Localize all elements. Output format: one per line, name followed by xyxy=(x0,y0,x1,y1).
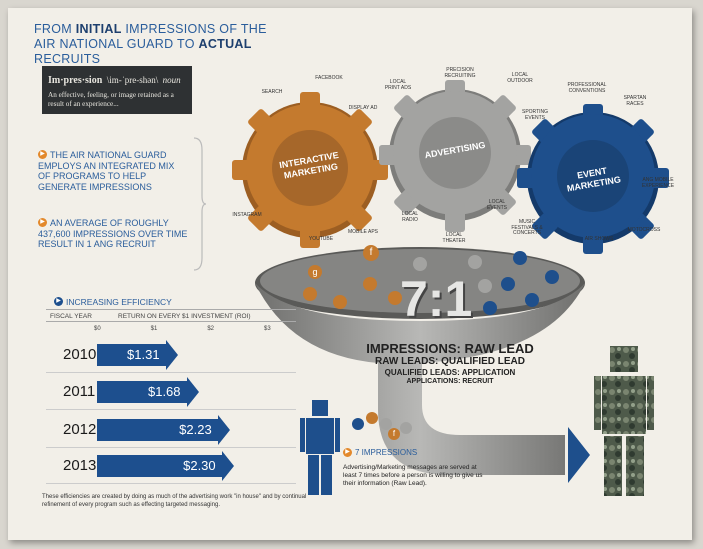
label-local-events: LOCAL EVENTS xyxy=(486,199,507,211)
spartan-icon xyxy=(545,270,559,284)
airshow-icon xyxy=(483,301,497,315)
display-ad-icon xyxy=(363,277,377,291)
instagram-icon xyxy=(303,287,317,301)
chart-tick-label: $0 xyxy=(94,326,101,332)
person-recruit-camo-icon xyxy=(594,346,654,496)
chart-bar-value-label: $2.23 xyxy=(179,422,212,437)
funnel-ratio: 7:1 xyxy=(400,271,473,327)
chart-top-rule xyxy=(46,309,296,310)
label-precision-recruiting: PRECISION RECRUITING xyxy=(444,67,476,79)
gear-interactive-marketing xyxy=(232,92,388,248)
chart-year-label: 2010 xyxy=(63,346,97,363)
impressions-label: ▶7 IMPRESSIONS xyxy=(343,448,417,457)
chart-header-rule xyxy=(46,321,296,322)
label-spartan-races: SPARTAN RACES xyxy=(623,95,647,107)
gear-advertising xyxy=(379,80,531,232)
person-blue-icon xyxy=(300,400,340,495)
funnel-line-4: APPLICATIONS: RECRUIT xyxy=(406,378,494,385)
chart-tick-label: $1 xyxy=(150,326,158,332)
label-instagram: INSTAGRAM xyxy=(232,212,262,218)
col-fiscal-year: FISCAL YEAR xyxy=(50,313,92,320)
chart-bar-arrowhead xyxy=(221,451,234,481)
chart-bar-value-label: $2.30 xyxy=(183,458,216,473)
definition-box: Im·pres·sion \im-ˈpre-shən\ noun An effe… xyxy=(42,66,192,114)
chart-row-rule xyxy=(46,483,296,484)
chart-year-label: 2013 xyxy=(63,457,97,474)
label-sporting-events: SPORTING EVENTS xyxy=(521,109,549,121)
play-bullet-icon: ▶ xyxy=(38,150,47,159)
impressions-note: Advertising/Marketing messages are serve… xyxy=(343,464,483,487)
fact-1: ▶THE AIR NATIONAL GUARD EMPLOYS AN INTEG… xyxy=(38,150,175,192)
label-youtube: YOUTUBE xyxy=(308,236,334,242)
label-professional-conventions: PROFESSIONAL CONVENTIONS xyxy=(567,82,607,94)
conventions-icon xyxy=(513,251,527,265)
chart-year-label: 2011 xyxy=(63,383,96,400)
efficiency-footnote: These efficiencies are created by doing … xyxy=(42,494,307,508)
funnel-line-2: RAW LEADS: QUALIFIED LEAD xyxy=(375,356,525,367)
mobile-app-icon xyxy=(388,291,402,305)
fact-2: ▶AN AVERAGE OF ROUGHLY 437,600 IMPRESSIO… xyxy=(38,218,188,249)
label-facebook: FACEBOOK xyxy=(315,75,343,81)
chart-bar: $2.30 xyxy=(97,451,234,481)
chart-bar: $2.23 xyxy=(97,415,230,445)
chart-row-rule xyxy=(46,372,296,373)
chart-row-rule xyxy=(46,447,296,448)
outdoor-icon xyxy=(468,255,482,269)
print-ad-icon xyxy=(413,257,427,271)
chart-bar-arrowhead xyxy=(217,415,230,445)
efficiency-heading: ▶INCREASING EFFICIENCY xyxy=(54,297,172,307)
label-mobile-apps: MOBILE APS xyxy=(347,229,378,235)
funnel-line-1: IMPRESSIONS: RAW LEAD xyxy=(366,341,534,356)
label-music-festivals: MUSIC FESTIVALS & CONCERTS xyxy=(511,219,543,236)
display-ad-icon xyxy=(366,412,378,424)
chart-tick-label: $2 xyxy=(207,326,215,332)
definition-pronunciation: \im-ˈpre-shən\ xyxy=(106,75,159,85)
label-local-radio: LOCAL RADIO xyxy=(401,211,419,223)
funnel-line-3: QUALIFIED LEADS: APPLICATION xyxy=(384,368,516,377)
label-ang-mobile-experience: ANG MOBILE EXPERIENCE xyxy=(641,177,675,189)
print-ad-icon xyxy=(380,418,392,430)
chart-bar-value-label: $1.31 xyxy=(127,347,160,362)
facebook-icon: f xyxy=(388,428,400,440)
definition-word: Im·pres·sion xyxy=(48,75,103,86)
play-bullet-icon: ▶ xyxy=(38,218,47,227)
label-search: SEARCH xyxy=(261,89,283,95)
sporting-icon xyxy=(501,277,515,291)
chart-row-rule xyxy=(46,409,296,410)
impressions-icon-cluster: f xyxy=(352,408,412,442)
chart-bar: $1.31 xyxy=(97,340,178,370)
definition-text: An effective, feeling, or image retained… xyxy=(48,91,174,108)
label-local-outdoor: LOCAL OUTDOOR xyxy=(507,72,533,84)
play-bullet-icon: ▶ xyxy=(54,297,63,306)
chart-bar-value-label: $1.68 xyxy=(147,384,181,399)
label-motocross: MOTOCROSS xyxy=(627,227,661,233)
music-icon xyxy=(525,293,539,307)
chart-tick-label: $3 xyxy=(264,326,271,332)
chart-bar-arrowhead xyxy=(186,377,199,407)
events-icon xyxy=(478,279,492,293)
gears-graphic xyxy=(232,80,669,254)
radio-icon xyxy=(400,422,412,434)
definition-part-of-speech: noun xyxy=(162,75,181,85)
gear-event-marketing xyxy=(517,104,669,254)
label-local-print-ads: LOCAL PRINT ADS xyxy=(384,79,412,91)
label-display-ad: DISPLAY AD xyxy=(348,105,378,111)
title-bold-initial: INITIAL xyxy=(75,22,122,36)
facebook-icon: f xyxy=(363,245,379,261)
google-icon: g xyxy=(308,265,322,279)
col-roi: RETURN ON EVERY $1 INVESTMENT (ROI) xyxy=(118,313,251,320)
chart-bar-arrowhead xyxy=(165,340,178,370)
chart-year-label: 2012 xyxy=(63,421,97,438)
bracket-decoration xyxy=(193,137,207,271)
chart-bar: $1.68 xyxy=(97,377,199,407)
funnel-icons: g f xyxy=(303,245,559,335)
youtube-icon xyxy=(333,295,347,309)
spartan-icon xyxy=(352,418,364,430)
page-title: FROM INITIAL IMPRESSIONS OF THE AIR NATI… xyxy=(34,22,267,66)
label-air-shows: AIR SHOWS xyxy=(584,236,614,242)
label-local-theater: LOCAL THEATER xyxy=(442,232,466,244)
title-bold-actual: ACTUAL xyxy=(198,37,252,51)
play-bullet-icon: ▶ xyxy=(343,448,352,457)
